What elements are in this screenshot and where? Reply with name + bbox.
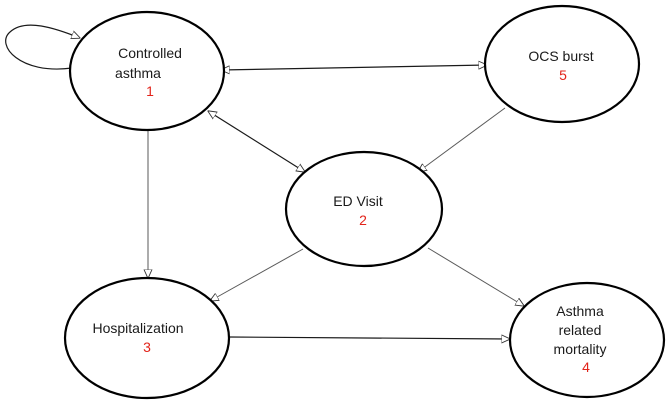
node-ocs-label: OCS burst	[528, 48, 593, 64]
node-ed-visit: ED Visit 2	[284, 150, 444, 268]
node-ocs-burst: OCS burst 5	[483, 4, 641, 124]
node-ed-label: ED Visit	[333, 193, 383, 209]
node-controlled-asthma: Controlled asthma 1	[68, 10, 226, 132]
node-mortality-number: 4	[582, 359, 590, 375]
node-controlled-label-1: Controlled	[118, 45, 182, 61]
edge-1-2	[208, 111, 305, 172]
edge-2-4	[427, 247, 524, 306]
node-mortality-label-3: mortality	[554, 341, 607, 357]
node-mortality-label-1: Asthma	[556, 303, 604, 319]
edge-self-loop-1	[5, 24, 80, 70]
edge-5-2	[418, 107, 506, 172]
node-mortality-label-2: related	[559, 322, 602, 338]
edge-1-5	[221, 65, 487, 70]
node-asthma-mortality: Asthma related mortality 4	[508, 281, 666, 399]
edge-3-4	[228, 337, 510, 339]
node-ed-number: 2	[359, 212, 367, 228]
node-hosp-label: Hospitalization	[92, 320, 183, 336]
node-controlled-number: 1	[146, 83, 154, 99]
node-ocs-number: 5	[559, 67, 567, 83]
node-controlled-label-2: asthma	[115, 65, 161, 81]
node-hospitalization: Hospitalization 3	[63, 276, 231, 400]
edge-2-3	[210, 248, 304, 301]
node-hosp-number: 3	[143, 339, 151, 355]
